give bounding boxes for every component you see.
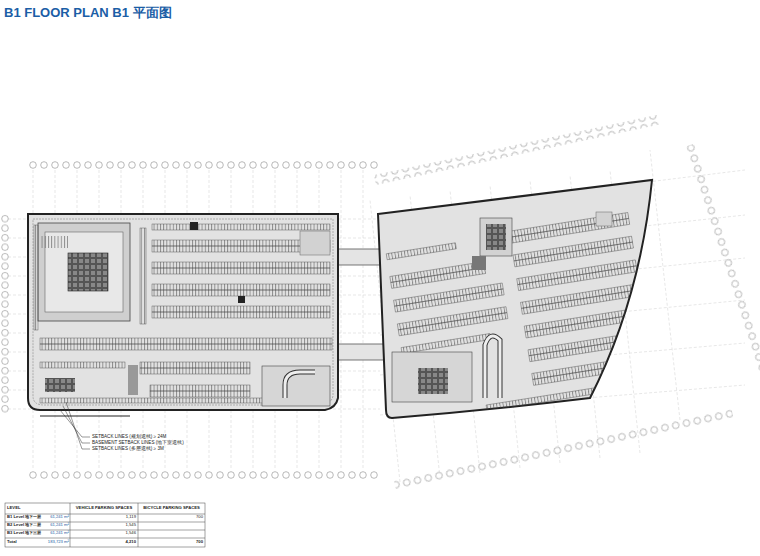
- area-table: [5, 503, 205, 547]
- table-header: VEHICLE PARKING SPACES: [70, 506, 138, 511]
- setback-note: SETBACK LINES (多层退线) ≥ 3M: [92, 446, 164, 451]
- table-header: BICYCLE PARKING SPACES: [138, 506, 205, 511]
- stair-core: [472, 256, 486, 270]
- grid-bubbles: [394, 408, 734, 490]
- table-cell: B1 Level 地下一层: [7, 515, 41, 520]
- parking-rows: [34, 224, 332, 403]
- table-cell: 61,241 m²: [40, 515, 69, 520]
- grid-bubbles: [374, 115, 660, 185]
- building-outline: [378, 180, 652, 418]
- tower-core: [480, 218, 512, 256]
- table-cell: 1,545: [70, 523, 136, 528]
- grid-bubbles: [0, 214, 10, 414]
- setback-note: SETBACK LINES (规划退线) ≥ 24M: [92, 434, 166, 439]
- table-cell: 1,546: [70, 531, 136, 536]
- tower-core: [392, 352, 472, 402]
- table-header: LEVEL: [7, 506, 21, 511]
- column: [190, 222, 198, 230]
- table-cell: 61,241 m²: [40, 523, 69, 528]
- building-outline: [28, 214, 338, 410]
- grid-bubbles: [28, 470, 380, 480]
- scale-bar: [40, 415, 130, 416]
- setback-line: [33, 219, 333, 405]
- link-bridge: [336, 344, 386, 360]
- table-cell: 700: [138, 515, 203, 520]
- table-cell: Total: [7, 540, 17, 545]
- ramp: [485, 336, 500, 398]
- plan-title: B1 FLOOR PLAN B1 平面图: [4, 4, 172, 22]
- plant-room: [596, 212, 612, 226]
- ramp-area: [262, 366, 330, 406]
- plant-room: [300, 231, 330, 255]
- stair-core: [45, 378, 75, 392]
- parking-rows: [386, 213, 655, 423]
- grid-bubbles: [685, 143, 760, 393]
- lift-core: [486, 224, 506, 250]
- lift-core: [68, 253, 108, 291]
- lift-core: [418, 368, 448, 394]
- table-cell: 61,241 m²: [40, 531, 69, 536]
- parking-row: [40, 236, 68, 248]
- grid-bubbles: [28, 160, 380, 170]
- column: [238, 296, 245, 303]
- table-cell: 183,723 m²: [38, 540, 69, 545]
- table-cell: B2 Level 地下二层: [7, 523, 41, 528]
- tower-core: [38, 223, 130, 321]
- table-cell: 4,210: [70, 540, 136, 545]
- leader-lines: [60, 402, 90, 449]
- link-bridge: [336, 249, 382, 265]
- table-cell: 700: [138, 540, 203, 545]
- table-cell: B3 Level 地下三层: [7, 531, 41, 536]
- table-cell: 1,119: [70, 515, 136, 520]
- ramp: [128, 365, 138, 395]
- setback-note: BASEMENT SETBACK LINES (地下室退线): [92, 440, 184, 445]
